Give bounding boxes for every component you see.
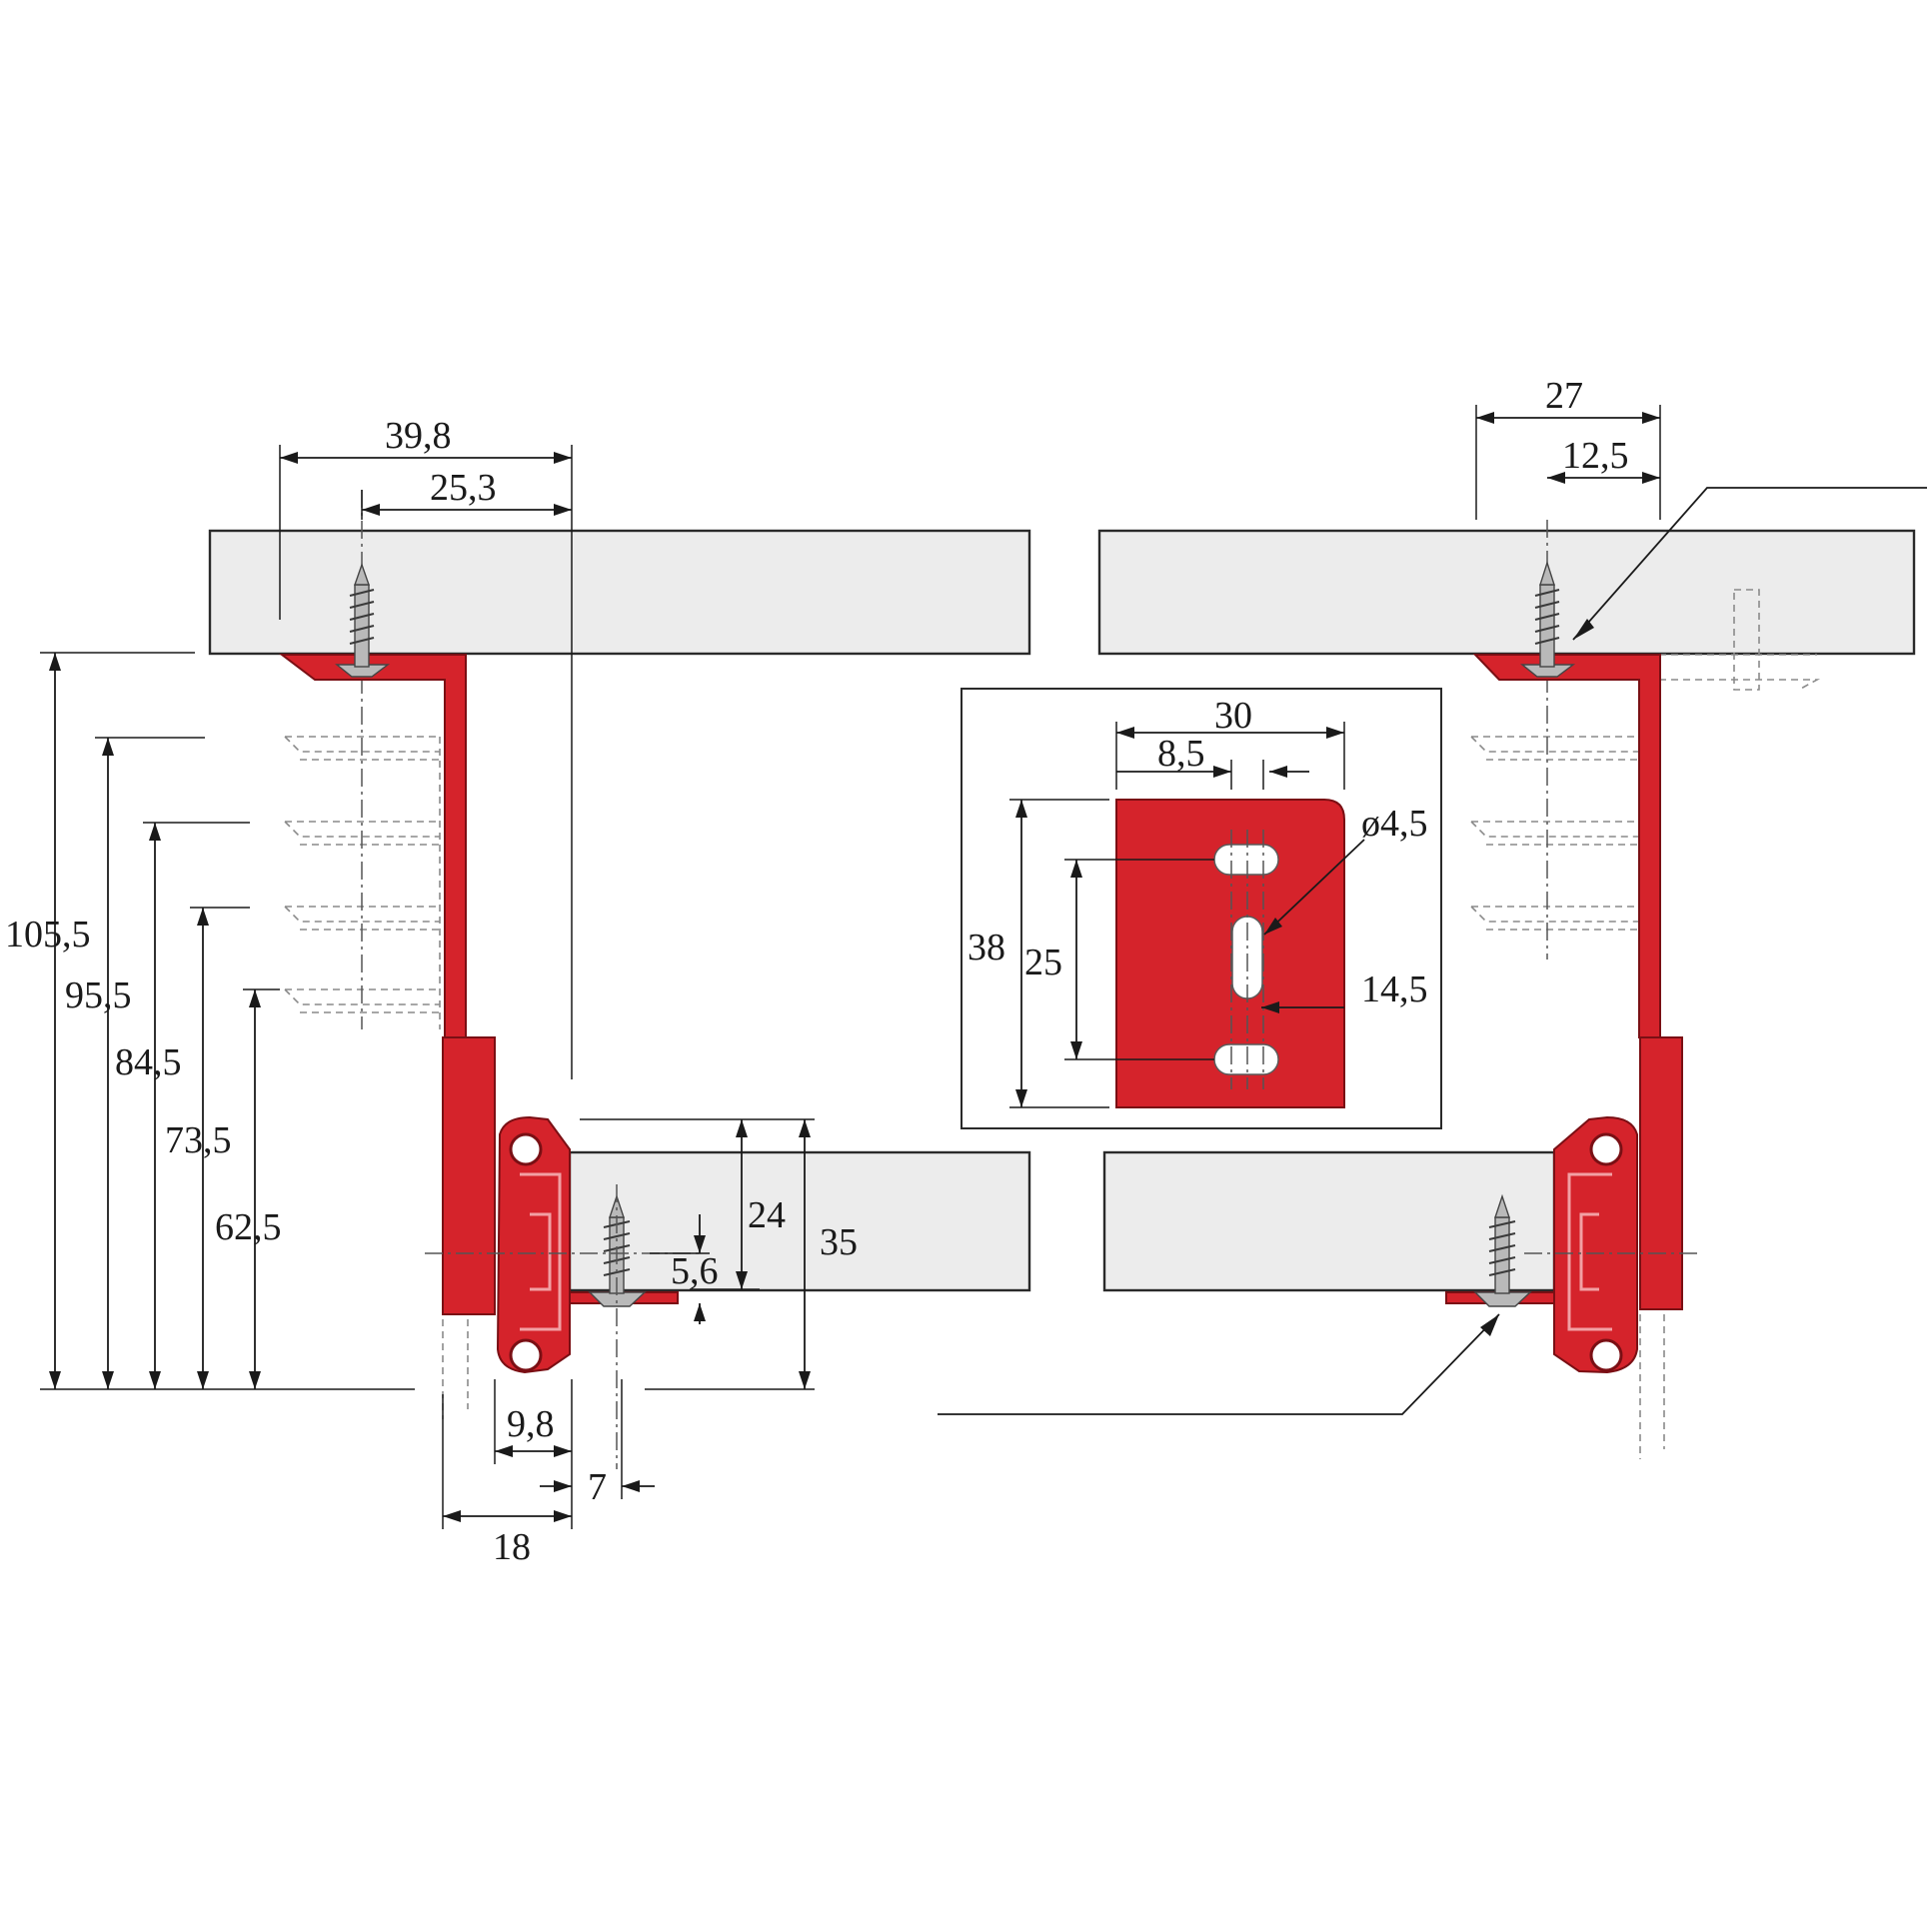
label-bracket-height: 38	[967, 927, 1005, 968]
label-height-2: 73,5	[165, 1119, 232, 1161]
label-slide-height: 24	[748, 1194, 786, 1236]
right-bottom-leader	[938, 1313, 1500, 1415]
top-board-right	[1097, 529, 1916, 656]
right-cabinet-rail	[1639, 1036, 1683, 1310]
right-slide-profile	[1553, 1115, 1638, 1374]
drawer-bottom-left	[568, 1150, 1031, 1292]
left-top-ball	[509, 1132, 543, 1166]
label-bracket-width: 30	[1214, 695, 1252, 737]
label-side-width: 18	[493, 1526, 531, 1568]
label-height-4: 95,5	[65, 974, 132, 1016]
label-right-screw-offset: 12,5	[1562, 435, 1629, 477]
right-bottom-screw-icon	[1473, 1193, 1532, 1307]
left-cabinet-rail	[442, 1036, 496, 1315]
left-mounting-bracket	[279, 654, 467, 1038]
left-slide-profile	[496, 1115, 571, 1374]
right-mounting-bracket	[1472, 654, 1661, 1038]
detail-bracket-plate	[1115, 799, 1345, 1108]
right-top-screw-icon	[1520, 560, 1576, 678]
right-assembly	[938, 487, 1927, 1459]
label-height-1: 62,5	[215, 1206, 282, 1248]
detail-dimensions	[1009, 722, 1365, 1108]
top-board-left	[208, 529, 1031, 656]
right-hidden-positions	[1470, 589, 1821, 931]
label-flange-thickness: 5,6	[671, 1250, 719, 1292]
detail-bottom-slot	[1213, 1043, 1279, 1075]
right-top-ball	[1589, 1132, 1623, 1166]
label-slot-offset: 8,5	[1157, 733, 1205, 775]
label-hole-diameter: ø4,5	[1361, 803, 1428, 845]
label-top-total-width: 39,8	[385, 415, 452, 457]
bracket-detail	[961, 688, 1442, 1129]
detail-top-slot	[1213, 844, 1279, 876]
left-assembly	[279, 490, 700, 1469]
label-hole-offset: 14,5	[1361, 968, 1428, 1010]
left-bottom-ball	[509, 1338, 543, 1372]
label-right-top-width: 27	[1545, 375, 1583, 417]
label-height-3: 84,5	[115, 1041, 182, 1083]
dimension-labels: 39,8 25,3 27 12,5 105,5 95,5 84,5 73,5 6…	[5, 375, 1629, 1568]
left-top-screw-icon	[335, 562, 391, 678]
right-dimensions	[1475, 405, 1661, 520]
right-top-leader	[1572, 487, 1927, 641]
left-dimensions	[40, 445, 815, 1529]
label-slot-pitch: 25	[1024, 942, 1062, 983]
label-screw-offset-bottom: 7	[588, 1466, 607, 1508]
label-rail-width: 9,8	[507, 1403, 555, 1445]
boards	[208, 520, 1916, 1299]
label-slide-total-height: 35	[820, 1221, 858, 1263]
right-bottom-ball	[1589, 1338, 1623, 1372]
drawer-bottom-right	[1102, 1150, 1556, 1292]
label-top-screw-offset: 25,3	[430, 467, 497, 509]
label-height-total: 105,5	[5, 914, 91, 956]
